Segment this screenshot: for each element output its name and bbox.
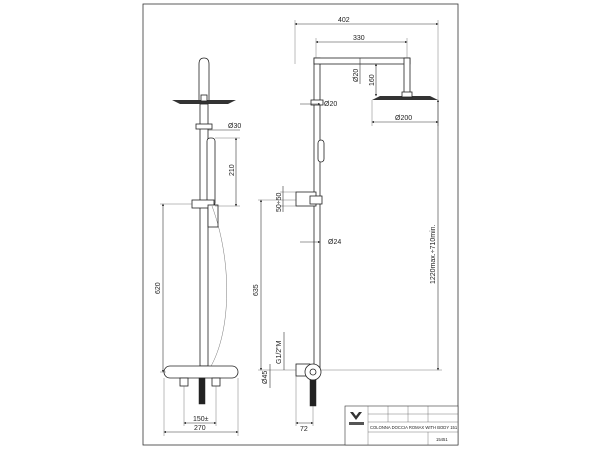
front-bracket-holder bbox=[207, 204, 219, 228]
side-slider bbox=[310, 99, 324, 106]
brand-logo-bar bbox=[349, 422, 364, 425]
dim-handshower-length: 210 bbox=[229, 164, 236, 176]
front-inlet-right bbox=[211, 377, 221, 387]
side-head-drop bbox=[403, 57, 411, 95]
dim-total-height: 1220max.÷710min. bbox=[430, 224, 437, 284]
side-mixer-handle bbox=[309, 379, 317, 407]
dim-arm-length: 330 bbox=[353, 35, 365, 42]
dim-column-diameter-front: Ø30 bbox=[228, 123, 241, 130]
sheet-border bbox=[142, 3, 459, 446]
side-mixer-knob-center bbox=[309, 368, 317, 376]
dim-inlet-size: Ø45 bbox=[262, 371, 269, 384]
title-code: 15451 bbox=[436, 437, 448, 442]
side-head-joint bbox=[401, 91, 413, 98]
title-description: COLONNA DOCCIA ROMAX WITH BODY 151 bbox=[370, 425, 458, 430]
side-shower-head bbox=[372, 96, 438, 100]
front-riser-top bbox=[198, 57, 210, 100]
front-hose bbox=[209, 205, 227, 369]
dim-lower-tube-diameter: Ø24 bbox=[328, 239, 341, 246]
front-shower-head bbox=[172, 100, 236, 104]
title-block: COLONNA DOCCIA ROMAX WITH BODY 151 15451 bbox=[344, 405, 459, 446]
side-hand-shower bbox=[317, 139, 325, 163]
dim-head-width-total: 402 bbox=[338, 17, 350, 24]
brand-logo-mark bbox=[350, 412, 362, 420]
dim-bracket-height: 50÷50 bbox=[276, 192, 283, 212]
dim-inlet-thread: G1/2"M bbox=[276, 340, 283, 364]
dim-head-diameter: Ø200 bbox=[395, 115, 412, 122]
dim-arm-tube-diameter: Ø20 bbox=[353, 69, 360, 82]
dim-head-drop: 160 bbox=[369, 74, 376, 86]
side-arm bbox=[313, 57, 411, 65]
front-mixer-handle bbox=[198, 377, 206, 405]
front-mixer-bar bbox=[163, 365, 239, 379]
dim-wall-offset: 72 bbox=[300, 426, 308, 433]
dim-mixer-to-bracket-side: 635 bbox=[253, 284, 260, 296]
front-hand-shower bbox=[206, 137, 216, 207]
dim-mixer-width: 270 bbox=[194, 425, 206, 432]
dim-inlet-spacing: 150± bbox=[193, 416, 209, 423]
front-head-joint bbox=[200, 94, 208, 102]
side-view: 402 330 Ø20 160 Ø20 Ø200 50÷50 Ø24 bbox=[253, 17, 442, 433]
dim-column-diameter: Ø20 bbox=[324, 101, 337, 108]
dim-mixer-to-bracket-front: 620 bbox=[155, 282, 162, 294]
front-view: Ø30 210 620 150± 270 bbox=[155, 57, 241, 436]
side-bracket-clamp bbox=[309, 195, 323, 205]
front-inlet-left bbox=[179, 377, 189, 387]
front-slider bbox=[195, 123, 213, 130]
